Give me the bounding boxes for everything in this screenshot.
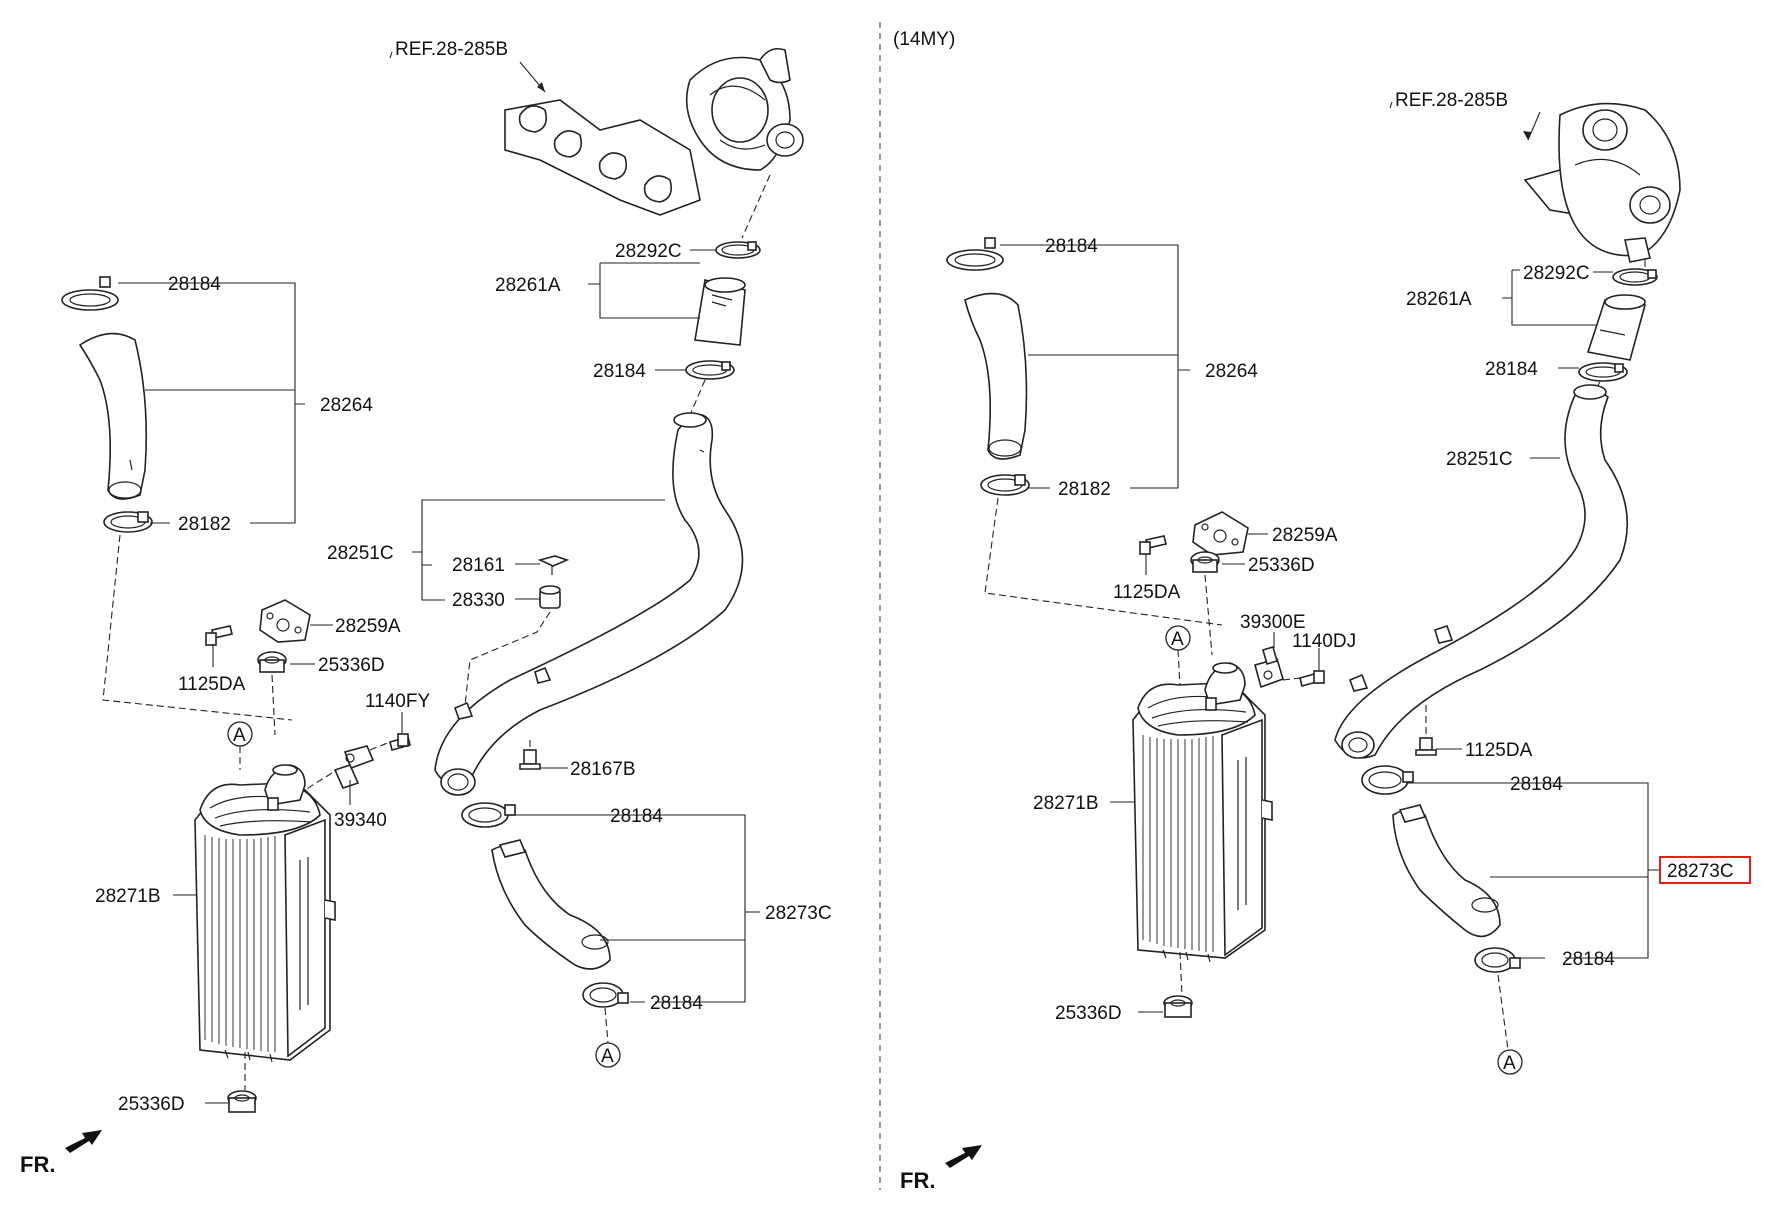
left-grommet-25336d-top[interactable] — [257, 651, 287, 673]
left-label-28292c[interactable]: 28292C — [615, 241, 682, 262]
right-label-1125da-upper[interactable]: 1125DA — [1113, 582, 1181, 603]
right-label-28184-mid[interactable]: 28184 — [1510, 774, 1563, 795]
left-grommet-28330[interactable] — [539, 585, 561, 609]
right-highlight-box — [1659, 856, 1751, 884]
left-label-28264[interactable]: 28264 — [320, 395, 373, 416]
right-label-28251c[interactable]: 28251C — [1446, 449, 1513, 470]
right-bolt-1125da-upper[interactable] — [1139, 535, 1167, 555]
left-panel: REF.28-285B 28292C — [20, 39, 832, 1177]
right-front-label: FR. — [900, 1168, 935, 1193]
left-intercooler-28271b[interactable] — [194, 764, 336, 1063]
right-clamp-28184-bottom[interactable] — [1474, 947, 1521, 973]
right-label-28261a[interactable]: 28261A — [1406, 289, 1472, 310]
left-label-1140fy[interactable]: 1140FY — [365, 691, 430, 712]
right-label-1140dj[interactable]: 1140DJ — [1292, 631, 1356, 652]
right-panel-title: (14MY) — [893, 29, 955, 50]
left-label-28161[interactable]: 28161 — [452, 555, 505, 576]
left-ref-a-bottom-text: A — [601, 1046, 614, 1067]
left-ref-a-bottom[interactable] — [595, 1042, 621, 1068]
right-label-25336d-bottom[interactable]: 25336D — [1055, 1003, 1122, 1024]
right-label-28182[interactable]: 28182 — [1058, 479, 1111, 500]
left-hose-28273c[interactable] — [491, 839, 611, 970]
left-ref-label[interactable]: REF.28-285B — [395, 39, 508, 60]
right-label-39300e[interactable]: 39300E — [1240, 612, 1306, 633]
left-sensor-39340[interactable] — [333, 745, 375, 789]
right-intercooler-28271b[interactable] — [1132, 662, 1273, 963]
right-clamp-28184-top[interactable] — [1578, 362, 1628, 382]
right-label-28271b[interactable]: 28271B — [1033, 793, 1099, 814]
left-label-28330[interactable]: 28330 — [452, 590, 505, 611]
left-label-28184-bottom[interactable]: 28184 — [650, 993, 703, 1014]
right-hose-28264[interactable] — [946, 237, 1030, 496]
left-front-arrow-icon — [65, 1130, 102, 1153]
right-bolt-1125da-lower[interactable] — [1415, 737, 1437, 756]
left-hose-28264[interactable] — [61, 276, 153, 533]
right-ref-a-bottom-text: A — [1503, 1053, 1516, 1074]
left-pipe-28251c[interactable] — [434, 412, 744, 796]
left-clip-28161[interactable] — [537, 555, 570, 575]
left-front-label: FR. — [20, 1152, 55, 1177]
left-ref-a-top-text: A — [233, 725, 246, 746]
left-label-28184-top[interactable]: 28184 — [593, 361, 646, 382]
right-ref-a-bottom[interactable] — [1497, 1049, 1523, 1075]
left-label-1125da[interactable]: 1125DA — [178, 674, 246, 695]
left-label-28261a[interactable]: 28261A — [495, 275, 561, 296]
right-clamp-28184-mid[interactable] — [1361, 765, 1414, 795]
right-label-28184-hose[interactable]: 28184 — [1045, 236, 1098, 257]
right-front-arrow-icon — [945, 1145, 982, 1168]
right-label-28259a[interactable]: 28259A — [1272, 525, 1338, 546]
right-label-28273c[interactable]: 28273C — [1667, 861, 1734, 882]
left-label-39340[interactable]: 39340 — [334, 810, 387, 831]
right-grommet-25336d-bottom[interactable] — [1163, 995, 1193, 1018]
left-label-28182[interactable]: 28182 — [178, 514, 231, 535]
left-bolt-1140fy[interactable] — [389, 733, 411, 751]
left-turbo-manifold[interactable] — [504, 47, 804, 216]
left-label-25336d-bottom[interactable]: 25336D — [118, 1094, 185, 1115]
right-label-25336d-top[interactable]: 25336D — [1248, 555, 1315, 576]
left-grommet-25336d-bottom[interactable] — [227, 1090, 257, 1113]
left-label-28273c[interactable]: 28273C — [765, 903, 832, 924]
left-clamp-28184-top[interactable] — [685, 360, 735, 380]
left-bracket-28259a[interactable] — [259, 599, 311, 643]
right-grommet-25336d-top[interactable] — [1190, 551, 1220, 573]
right-bolt-1140dj[interactable] — [1299, 670, 1325, 687]
left-bolt-1125da[interactable] — [205, 625, 233, 646]
right-sleeve-28261a[interactable] — [1586, 294, 1647, 361]
right-ref-a-top-text: A — [1171, 629, 1184, 650]
right-label-28184-top[interactable]: 28184 — [1485, 359, 1538, 380]
right-bracket-28259a[interactable] — [1192, 511, 1249, 556]
left-clamp-28292c[interactable] — [715, 241, 761, 259]
left-clamp-28184-bottom[interactable] — [582, 982, 629, 1008]
right-ref-label[interactable]: REF.28-285B — [1395, 90, 1508, 111]
right-pipe-28251c[interactable] — [1334, 384, 1629, 759]
right-label-28264[interactable]: 28264 — [1205, 361, 1258, 382]
left-label-25336d-top[interactable]: 25336D — [318, 655, 385, 676]
right-label-1125da-lower[interactable]: 1125DA — [1465, 740, 1533, 761]
right-label-28184-bottom[interactable]: 28184 — [1562, 949, 1615, 970]
right-clamp-28292c[interactable] — [1612, 268, 1658, 286]
right-turbo[interactable] — [1523, 102, 1681, 263]
right-sensor-39300e[interactable] — [1254, 646, 1284, 689]
left-label-28251c[interactable]: 28251C — [327, 543, 394, 564]
left-bolt-28167b[interactable] — [519, 749, 541, 770]
left-label-28167b[interactable]: 28167B — [570, 759, 636, 780]
left-label-28184-hose[interactable]: 28184 — [168, 274, 221, 295]
right-hose-28273c[interactable] — [1392, 804, 1501, 938]
left-label-28271b[interactable]: 28271B — [95, 886, 161, 907]
left-sleeve-28261a[interactable] — [694, 277, 746, 346]
right-panel: (14MY) REF.28-285B 28292C — [893, 29, 1751, 1193]
left-label-28184-mid[interactable]: 28184 — [610, 806, 663, 827]
left-label-28259a[interactable]: 28259A — [335, 616, 401, 637]
right-label-28292c[interactable]: 28292C — [1523, 263, 1590, 284]
